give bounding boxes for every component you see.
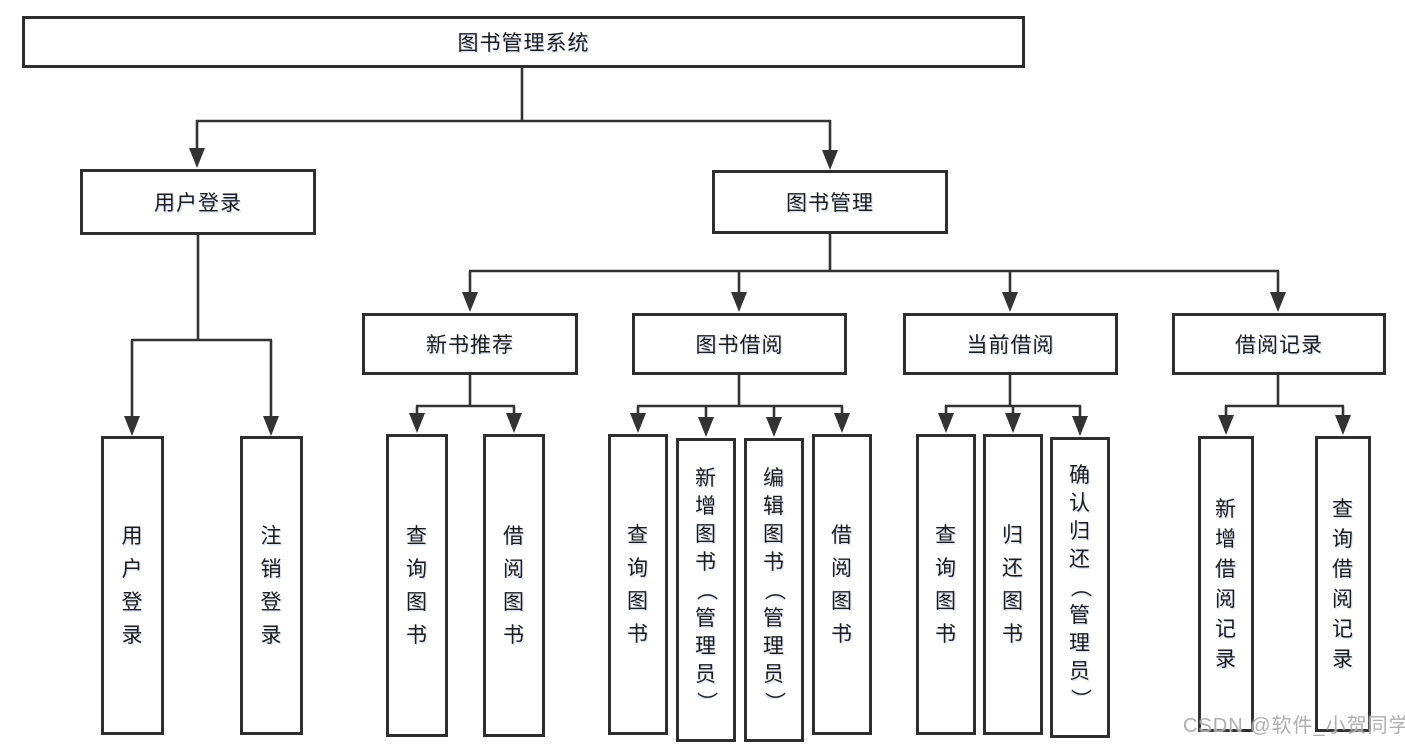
arrow-down-icon <box>766 417 782 437</box>
leaf-add-book-admin: 新增图书（管理员） <box>676 438 736 742</box>
leaf-query-books-current: 查询图书 <box>916 434 976 735</box>
node-book-management: 图书管理 <box>712 170 948 234</box>
arrow-down-icon <box>834 413 850 433</box>
leaf-logout-login: 注销登录 <box>240 436 303 735</box>
node-book-borrow: 图书借阅 <box>632 313 847 375</box>
node-borrow-records: 借阅记录 <box>1172 313 1386 375</box>
leaf-edit-book-admin-label: 编辑图书（管理员） <box>762 466 786 714</box>
node-root-label: 图书管理系统 <box>457 32 590 55</box>
leaf-return-book: 归还图书 <box>983 434 1043 735</box>
arrow-down-icon <box>462 292 478 312</box>
leaf-query-books-recommend-label: 查询图书 <box>406 524 428 647</box>
node-borrow-records-label: 借阅记录 <box>1235 334 1323 357</box>
node-root: 图书管理系统 <box>22 16 1025 68</box>
arrow-down-icon <box>630 413 646 433</box>
leaf-user-login: 用户登录 <box>101 436 164 735</box>
arrow-down-icon <box>189 148 205 168</box>
arrow-down-icon <box>1002 292 1018 312</box>
leaf-query-books-borrow-label: 查询图书 <box>627 523 649 646</box>
arrow-down-icon <box>409 413 425 433</box>
arrow-down-icon <box>698 417 714 437</box>
arrow-down-icon <box>263 416 279 436</box>
arrow-down-icon <box>938 413 954 433</box>
leaf-add-borrow-record-label: 新增借阅记录 <box>1215 497 1237 671</box>
leaf-edit-book-admin: 编辑图书（管理员） <box>744 438 804 742</box>
leaf-user-login-label: 用户登录 <box>121 524 144 647</box>
arrow-down-icon <box>506 413 522 433</box>
leaf-query-borrow-record: 查询借阅记录 <box>1315 436 1371 732</box>
arrow-down-icon <box>1335 415 1351 435</box>
arrow-down-icon <box>1005 413 1021 433</box>
watermark: CSDN @软件_小贺同学 <box>1183 715 1405 737</box>
arrow-down-icon <box>1270 292 1286 312</box>
leaf-query-books-current-label: 查询图书 <box>935 523 957 646</box>
leaf-add-borrow-record: 新增借阅记录 <box>1198 436 1254 732</box>
node-book-borrow-label: 图书借阅 <box>695 334 784 357</box>
leaf-borrow-books-recommend-label: 借阅图书 <box>503 524 525 647</box>
node-book-management-label: 图书管理 <box>786 192 874 215</box>
leaf-borrow-books-recommend: 借阅图书 <box>483 434 545 737</box>
arrow-down-icon <box>731 292 747 312</box>
leaf-return-book-label: 归还图书 <box>1002 523 1024 646</box>
arrow-down-icon <box>1072 416 1088 436</box>
leaf-query-books-recommend: 查询图书 <box>386 434 448 737</box>
node-current-borrow-label: 当前借阅 <box>966 334 1055 357</box>
leaf-confirm-return-admin: 确认归还（管理员） <box>1050 437 1110 738</box>
arrow-down-icon <box>822 150 838 170</box>
arrow-down-icon <box>1218 415 1234 435</box>
leaf-confirm-return-admin-label: 确认归还（管理员） <box>1068 464 1092 711</box>
leaf-logout-login-label: 注销登录 <box>260 524 283 647</box>
node-user-login-label: 用户登录 <box>154 192 242 215</box>
leaf-borrow-books-2: 借阅图书 <box>812 434 872 735</box>
node-new-book-recommend: 新书推荐 <box>362 313 578 375</box>
node-user-login: 用户登录 <box>80 169 316 235</box>
node-new-book-recommend-label: 新书推荐 <box>426 334 514 357</box>
leaf-query-borrow-record-label: 查询借阅记录 <box>1332 497 1354 671</box>
leaf-query-books-borrow: 查询图书 <box>608 434 668 735</box>
node-current-borrow: 当前借阅 <box>903 313 1118 375</box>
leaf-add-book-admin-label: 新增图书（管理员） <box>694 466 718 714</box>
leaf-borrow-books-2-label: 借阅图书 <box>831 523 853 646</box>
arrow-down-icon <box>124 416 140 436</box>
